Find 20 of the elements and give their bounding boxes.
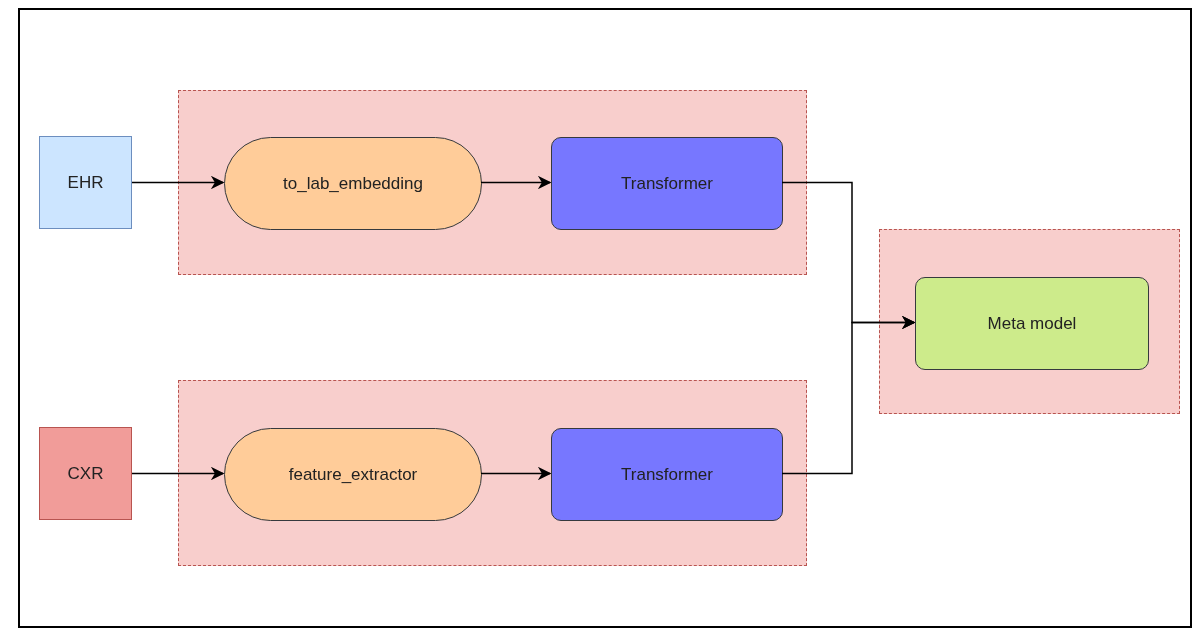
node-label: to_lab_embedding [283,173,423,194]
node-label: Transformer [621,173,713,194]
node-label: EHR [67,172,104,193]
process-box [551,428,783,521]
group-panel [178,90,807,275]
arrow [131,175,225,190]
arrow [131,466,225,481]
arrow [781,315,916,475]
arrow [480,466,552,481]
group-panel [879,229,1180,414]
input-box [39,136,132,229]
group-panel [178,380,807,566]
output-box [915,277,1149,370]
input-box [39,427,132,520]
arrow [480,175,552,190]
process-box [551,137,783,230]
node-label: Transformer [621,464,713,485]
node-label: CXR [67,463,104,484]
node-label: feature_extractor [288,464,418,485]
node-label: Meta model [987,313,1077,334]
